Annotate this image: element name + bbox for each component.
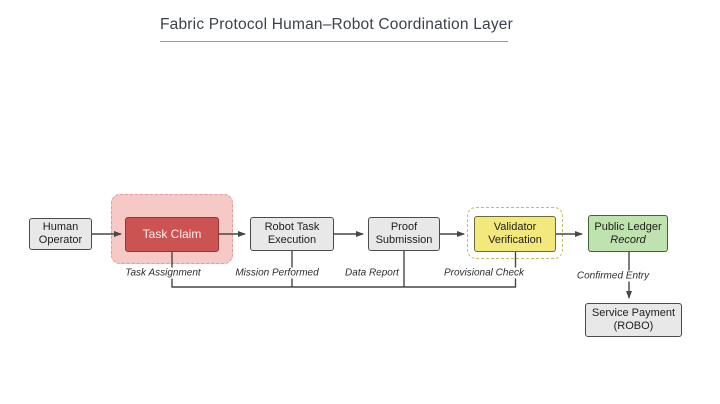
edge-label-confirmed-entry: Confirmed Entry: [574, 270, 652, 282]
page-title: Fabric Protocol Human–Robot Coordination…: [160, 16, 513, 33]
edge-label-task-assignment: Task Assignment: [123, 267, 203, 279]
node-label: Proof: [390, 221, 418, 233]
node-robot-task-execution: Robot Task Execution: [250, 217, 334, 251]
node-label: Execution: [267, 234, 317, 246]
edge-label-mission-performed: Mission Performed: [233, 267, 321, 279]
node-label: Human: [42, 221, 79, 233]
node-label: Robot Task: [264, 221, 320, 233]
node-public-ledger: Public Ledger Record: [588, 215, 668, 252]
node-label: Validator: [493, 221, 537, 233]
node-label: Verification: [488, 234, 542, 246]
node-label: Operator: [38, 234, 83, 246]
node-service-payment: Service Payment (ROBO): [585, 303, 682, 337]
node-label: (ROBO): [613, 320, 654, 332]
node-proof-submission: Proof Submission: [368, 217, 440, 251]
node-task-claim: Task Claim: [125, 217, 219, 252]
node-label: Service Payment: [591, 307, 676, 319]
node-label: Task Claim: [142, 227, 202, 241]
node-label: Record: [610, 233, 646, 246]
diagram-title-block: Fabric Protocol Human–Robot Coordination…: [160, 16, 513, 42]
node-validator-verification: Validator Verification: [474, 216, 556, 252]
node-label: Submission: [375, 234, 433, 246]
edge-label-provisional-check: Provisional Check: [441, 267, 527, 279]
edge-label-data-report: Data Report: [343, 267, 401, 279]
node-label: Public Ledger: [594, 220, 662, 233]
node-human-operator: Human Operator: [29, 218, 92, 250]
